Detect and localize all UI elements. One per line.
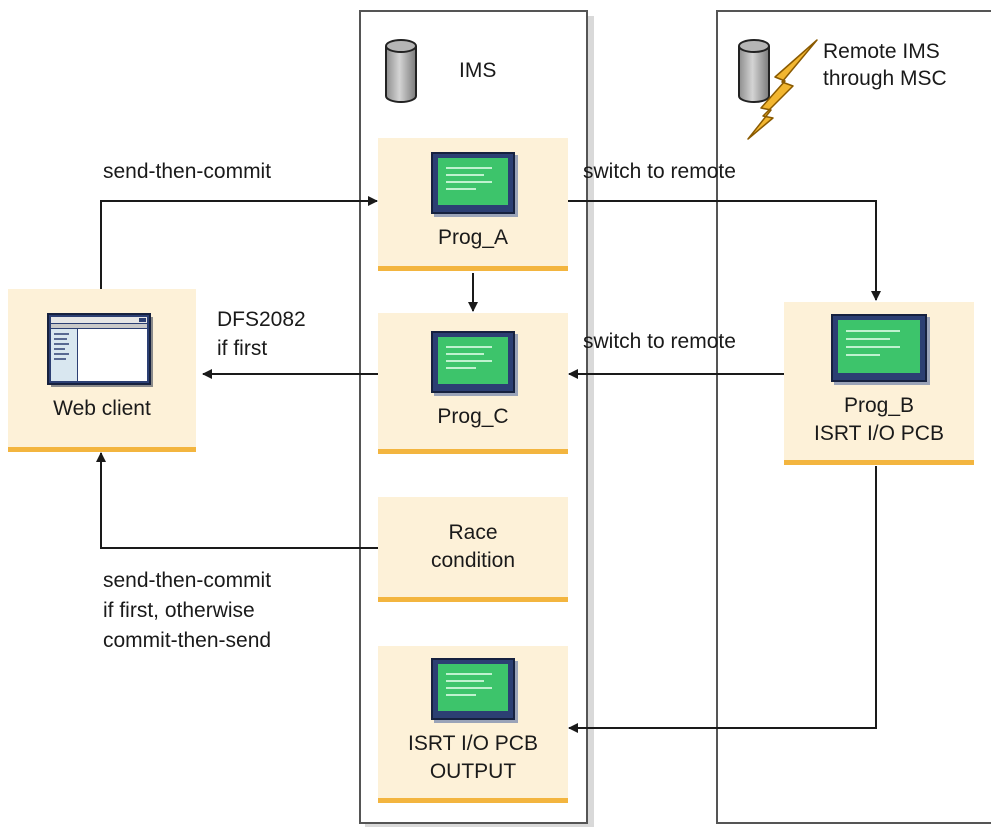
race-note-line3: commit-then-send [103,629,272,652]
remote-database-icon [738,39,770,103]
web-client-node: Web client [8,289,196,452]
race-condition-node: Race condition [378,497,568,602]
race-condition-label-line2: condition [430,549,516,572]
prog-a-node: Prog_A [378,138,568,271]
remote-ims-title-line1: Remote IMS [823,40,940,63]
prog-c-label: Prog_C [437,405,509,428]
dfs2082-annotation-line2: if first [217,337,268,360]
program-screen-icon [431,152,515,214]
race-condition-label-line1: Race [448,521,498,544]
prog-c-node: Prog_C [378,313,568,454]
prog-b-label-line2: ISRT I/O PCB [814,422,944,445]
lightning-icon [747,39,818,140]
race-note-line1: send-then-commit [103,569,272,592]
ims-title: IMS [459,59,497,82]
prog-b-node: Prog_B ISRT I/O PCB [784,302,974,465]
browser-window-icon [47,313,153,387]
dfs2082-annotation-line1: DFS2082 [217,308,306,331]
prog-a-label: Prog_A [437,226,509,249]
arrow-progb-to-output [568,466,877,733]
switch-to-remote-annotation-mid: switch to remote [583,330,736,353]
arrow-race-to-webclient [96,452,378,549]
remote-ims-title-line2: through MSC [823,67,947,90]
isrt-output-label-line1: ISRT I/O PCB [408,732,538,755]
prog-b-label-line1: Prog_B [843,394,915,417]
race-note-line2: if first, otherwise [103,599,255,622]
switch-to-remote-annotation-top: switch to remote [583,160,736,183]
isrt-output-label-line2: OUTPUT [429,760,517,783]
database-icon [385,39,417,103]
program-screen-icon [831,314,927,382]
isrt-output-node: ISRT I/O PCB OUTPUT [378,646,568,803]
program-screen-icon [431,331,515,393]
arrow-send-then-commit [100,196,378,289]
send-then-commit-annotation: send-then-commit [103,160,272,183]
web-client-label: Web client [53,397,151,420]
program-screen-icon [431,658,515,720]
arrow-switch-to-remote-top [567,200,881,301]
